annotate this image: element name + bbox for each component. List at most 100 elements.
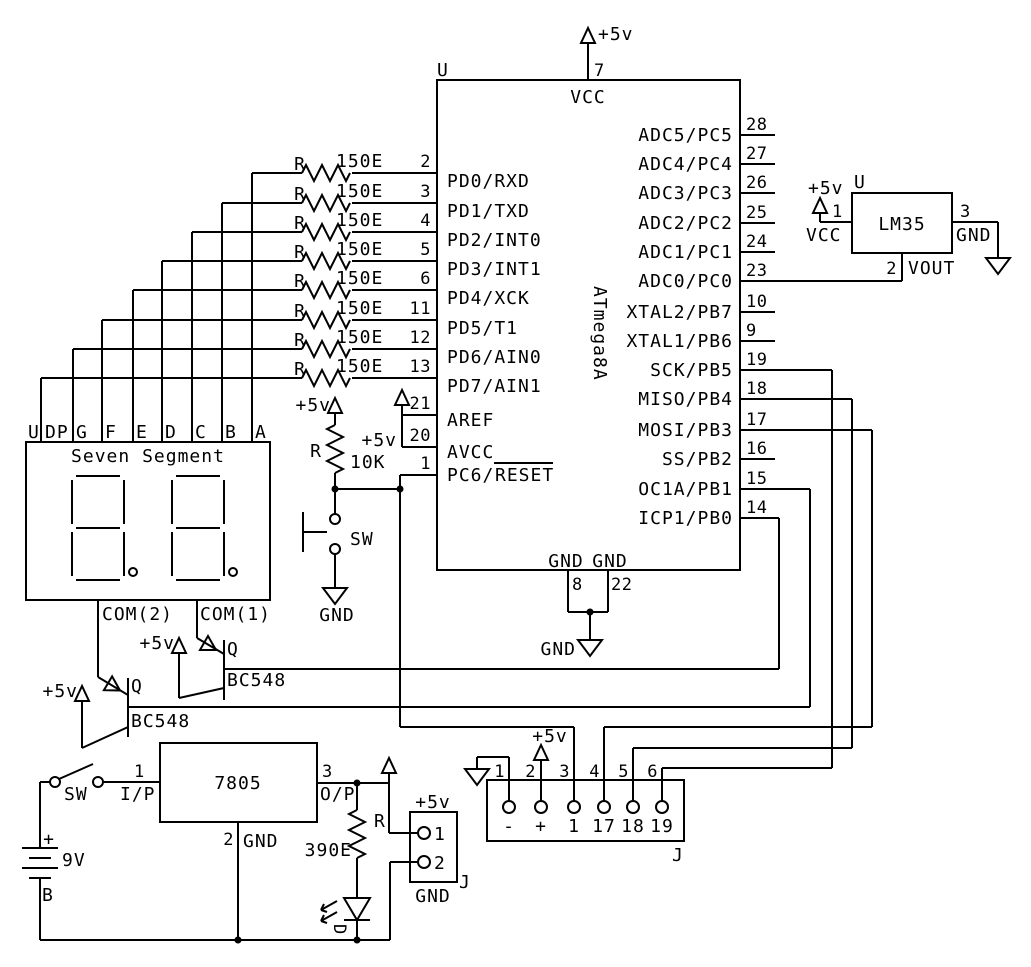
lm35-pin3-number: 3 bbox=[960, 202, 971, 222]
pin-number: 16 bbox=[746, 439, 767, 459]
ic-pin21-number: 21 bbox=[410, 394, 431, 414]
pin-label: PD3/INT1 bbox=[447, 259, 542, 280]
resistor-row-pd4: R 150E 6 PD4/XCK bbox=[132, 268, 529, 442]
regulator-gnd-label: GND bbox=[243, 831, 279, 852]
isp-ref: J bbox=[672, 845, 684, 866]
avcc-supply-label: +5v bbox=[361, 430, 397, 451]
pin-number: 23 bbox=[746, 261, 767, 281]
plus5v-arrow-icon bbox=[580, 27, 596, 44]
isp-label-reset: 1 bbox=[568, 816, 580, 837]
isp-num-2: 2 bbox=[525, 762, 536, 782]
ic-supply-label: +5v bbox=[598, 24, 634, 45]
atmega8a-ic: U +5v 7 VCC ATmega8A GND GND 8 22 GND +5… bbox=[335, 24, 741, 728]
regulator-pin2-number: 2 bbox=[223, 830, 234, 850]
battery-9v: + 9V B bbox=[22, 782, 86, 940]
resistor-ref: R bbox=[294, 154, 306, 175]
ground-icon bbox=[322, 587, 348, 605]
pin-label: MOSI/PB3 bbox=[638, 420, 733, 441]
battery-ref: B bbox=[42, 885, 54, 906]
power-connector-supply-label: +5v bbox=[415, 792, 451, 813]
pin-label: ADC0/PC0 bbox=[638, 271, 733, 292]
ground-icon bbox=[577, 639, 603, 657]
pin-number: 15 bbox=[746, 469, 767, 489]
ic-reset-pin: 1 PC6/ RESET bbox=[335, 454, 574, 728]
resistor-value: 150E bbox=[336, 327, 383, 348]
ic-pin1-number: 1 bbox=[420, 454, 431, 474]
display-com1-label: COM(1) bbox=[200, 604, 271, 625]
display-pin-dp: DP bbox=[45, 422, 69, 443]
lm35-gnd-label: GND bbox=[956, 225, 992, 246]
power-connector-gnd-label: GND bbox=[415, 886, 451, 907]
resistor-ref: R bbox=[294, 242, 306, 263]
isp-num-4: 4 bbox=[589, 762, 600, 782]
resistor-value: 150E bbox=[336, 298, 383, 319]
resistor-row-pd6: R 150E 12 PD6/AIN0 bbox=[72, 327, 541, 442]
q2-supply-label: +5v bbox=[139, 633, 175, 654]
battery-plus-label: + bbox=[43, 829, 55, 850]
power-connector: +5v 1 2 J GND bbox=[389, 792, 470, 940]
ic-gnd-left-label: GND bbox=[548, 551, 584, 572]
pin-number: 9 bbox=[746, 321, 757, 341]
lm35-sensor: U LM35 +5v 1 VCC 3 GND 2 VOUT bbox=[806, 172, 1011, 281]
plus5v-arrow-icon bbox=[394, 389, 410, 406]
pin-label: ADC3/PC3 bbox=[638, 183, 733, 204]
ground-icon bbox=[985, 257, 1011, 275]
display-pin-c: C bbox=[195, 422, 207, 443]
decimal-point bbox=[228, 567, 238, 577]
pin-number: 6 bbox=[420, 269, 431, 289]
power-connector-pin2: 2 bbox=[434, 853, 446, 874]
transistor-q1: +5v Q BC548 bbox=[42, 600, 189, 749]
resistor-value: 150E bbox=[336, 151, 383, 172]
pin-number: 10 bbox=[746, 292, 767, 312]
power-supply: + 9V B SW 7805 1 I/P 3 O/P 2 GND bbox=[22, 742, 390, 941]
resistor-row-pd0: R 150E 2 PD0/RXD bbox=[251, 151, 529, 442]
pin-label: ADC1/PC1 bbox=[638, 242, 733, 263]
led-resistor-value: 390E bbox=[305, 840, 352, 861]
ic-pin7-number: 7 bbox=[594, 61, 605, 81]
power-switch-label: SW bbox=[64, 784, 88, 805]
resistor-row-pd7: R 150E 13 PD7/AIN1 bbox=[40, 356, 542, 442]
ic-vcc-label: VCC bbox=[570, 87, 606, 108]
resistor-ref: R bbox=[294, 184, 306, 205]
seven-segment-digit bbox=[71, 475, 138, 581]
pin-label: ADC4/PC4 bbox=[638, 154, 733, 175]
resistor-ref: R bbox=[294, 271, 306, 292]
resistor-ref: R bbox=[294, 330, 306, 351]
plus5v-arrow-icon bbox=[533, 744, 549, 761]
ic-pin20-number: 20 bbox=[410, 426, 431, 446]
regulator-ip-label: I/P bbox=[120, 784, 156, 805]
battery-value: 9V bbox=[62, 850, 86, 871]
resistor-ref: R bbox=[294, 301, 306, 322]
pin-number: 12 bbox=[410, 328, 431, 348]
led-emission-arrow-icon bbox=[320, 911, 338, 924]
pin-number: 19 bbox=[746, 350, 767, 370]
pin-label: PD7/AIN1 bbox=[447, 376, 542, 397]
display-pin-a: A bbox=[255, 422, 267, 443]
display-com2-label: COM(2) bbox=[102, 604, 173, 625]
pin-label: MISO/PB4 bbox=[638, 389, 733, 410]
pin-number: 2 bbox=[420, 152, 431, 172]
ic-gnd-symbol-label: GND bbox=[540, 639, 576, 660]
pin-label: OC1A/PB1 bbox=[638, 479, 733, 500]
ic-part-name: ATmega8A bbox=[589, 286, 610, 381]
isp-supply-label: +5v bbox=[532, 726, 568, 747]
reset-circuit: +5v R 10K SW GND bbox=[295, 395, 386, 626]
resistor-ref: R bbox=[294, 359, 306, 380]
reset-resistor-value: 10K bbox=[350, 452, 386, 473]
isp-num-5: 5 bbox=[618, 762, 629, 782]
isp-connector: +5v 1 2 3 4 5 6 - + 1 17 18 19 J bbox=[464, 726, 685, 866]
pin-number: 17 bbox=[746, 410, 767, 430]
regulator-pin1-number: 1 bbox=[134, 762, 145, 782]
seven-segment-digit bbox=[171, 475, 238, 581]
isp-label-minus: - bbox=[503, 816, 515, 837]
display-pin-f: F bbox=[105, 422, 117, 443]
